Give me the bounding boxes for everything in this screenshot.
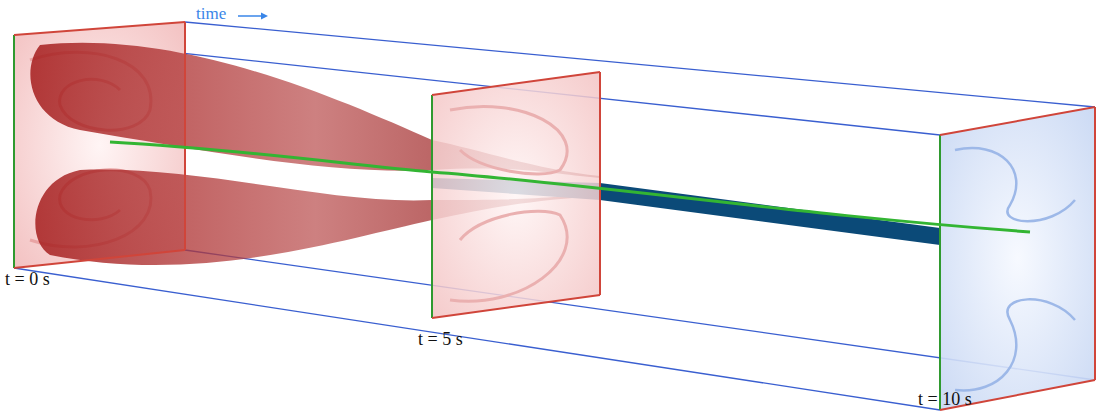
slice-t5 bbox=[432, 72, 600, 318]
slice-edges bbox=[14, 22, 1095, 410]
green-curve bbox=[110, 142, 1030, 232]
time-arrow bbox=[238, 13, 268, 20]
slice-t10 bbox=[940, 107, 1095, 410]
time-label: t = 0 s bbox=[5, 270, 50, 290]
time-label: t = 5 s bbox=[418, 330, 463, 350]
axis-label: time bbox=[196, 5, 226, 24]
time-label: t = 10 s bbox=[918, 390, 972, 410]
time-box-lines bbox=[14, 22, 1095, 410]
